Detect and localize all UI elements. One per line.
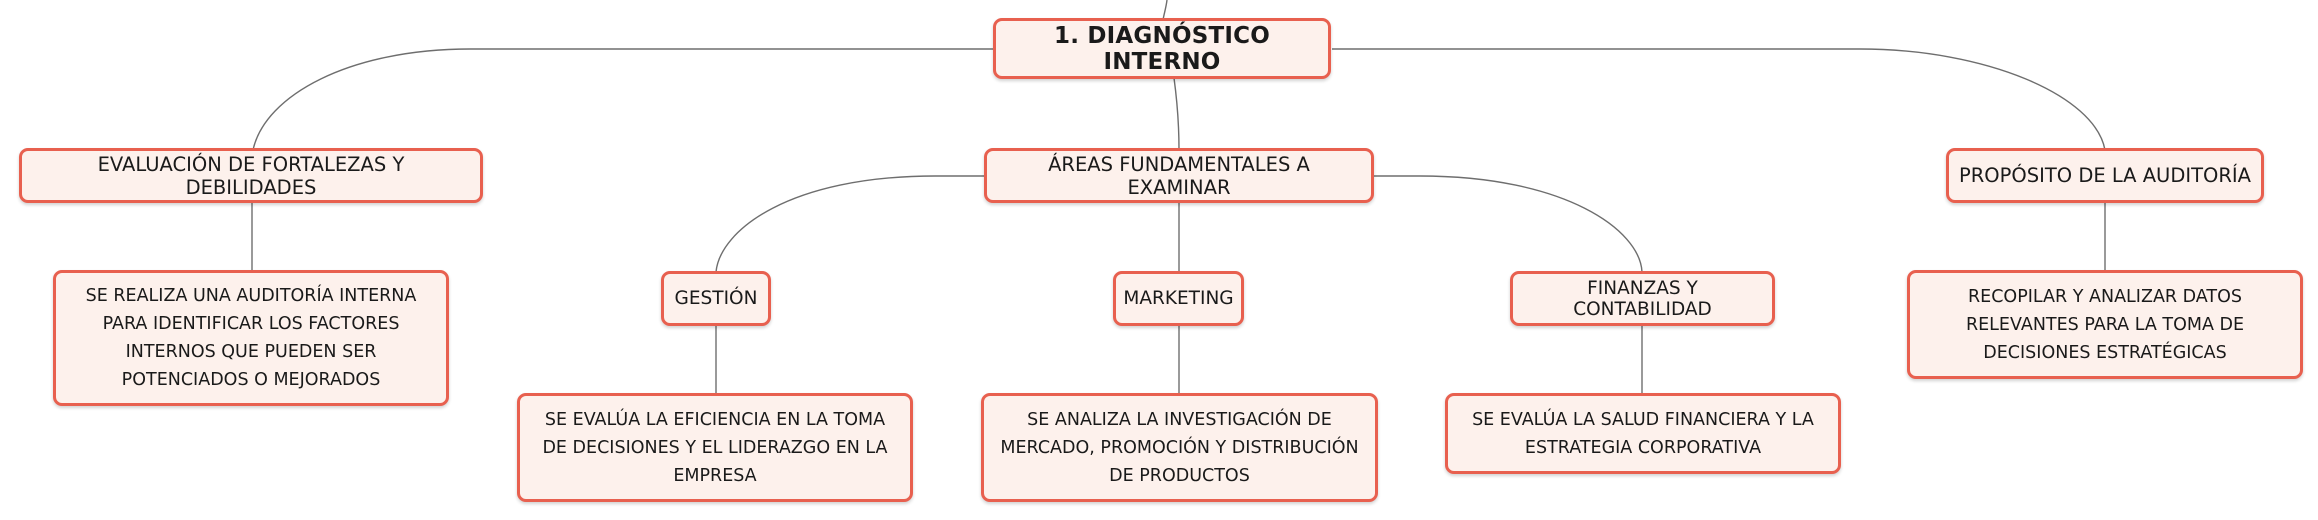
connector-root-to-areas (1173, 77, 1180, 151)
detail-finanzas-contabilidad[interactable]: SE EVALÚA LA SALUD FINANCIERA Y LA ESTRA… (1445, 393, 1841, 474)
branch-areas-fundamentales[interactable]: ÁREAS FUNDAMENTALES A EXAMINAR (984, 148, 1374, 203)
subtopic-finanzas-contabilidad[interactable]: FINANZAS Y CONTABILIDAD (1510, 271, 1775, 326)
detail-text: SE ANALIZA LA INVESTIGACIÓN DE MERCADO, … (1000, 409, 1359, 486)
detail-text: SE EVALÚA LA EFICIENCIA EN LA TOMA DE DE… (542, 409, 888, 486)
branch-label: EVALUACIÓN DE FORTALEZAS Y DEBILIDADES (97, 152, 405, 199)
detail-text: SE EVALÚA LA SALUD FINANCIERA Y LA ESTRA… (1472, 409, 1814, 458)
root-topic[interactable]: 1. DIAGNÓSTICO INTERNO (993, 18, 1331, 79)
detail-text: RECOPILAR Y ANALIZAR DATOS RELEVANTES PA… (1965, 286, 2245, 363)
subtopic-label: FINANZAS Y CONTABILIDAD (1573, 277, 1712, 320)
subtopic-label: MARKETING (1123, 288, 1234, 309)
branch-label: ÁREAS FUNDAMENTALES A EXAMINAR (1048, 152, 1310, 199)
branch-evaluacion-fortalezas-debilidades[interactable]: EVALUACIÓN DE FORTALEZAS Y DEBILIDADES (19, 148, 483, 203)
root-topic-label: 1. DIAGNÓSTICO INTERNO (1054, 22, 1270, 75)
subtopic-label: GESTIÓN (674, 288, 758, 309)
connector-root-to-evaluacion (252, 48, 1000, 151)
branch-proposito-auditoria[interactable]: PROPÓSITO DE LA AUDITORÍA (1946, 148, 2264, 203)
connector-root-incoming (1162, 0, 1168, 21)
subtopic-marketing[interactable]: MARKETING (1113, 271, 1244, 326)
detail-gestion[interactable]: SE EVALÚA LA EFICIENCIA EN LA TOMA DE DE… (517, 393, 913, 502)
detail-text: SE REALIZA UNA AUDITORÍA INTERNA PARA ID… (85, 286, 417, 390)
connector-areas-to-finanzas (1373, 175, 1643, 273)
detail-evaluacion-fortalezas-debilidades[interactable]: SE REALIZA UNA AUDITORÍA INTERNA PARA ID… (53, 270, 449, 406)
detail-marketing[interactable]: SE ANALIZA LA INVESTIGACIÓN DE MERCADO, … (981, 393, 1378, 502)
connector-root-to-proposito (1332, 48, 2106, 151)
branch-label: PROPÓSITO DE LA AUDITORÍA (1958, 164, 2251, 187)
detail-proposito-auditoria[interactable]: RECOPILAR Y ANALIZAR DATOS RELEVANTES PA… (1907, 270, 2303, 379)
subtopic-gestion[interactable]: GESTIÓN (661, 271, 771, 326)
connector-areas-to-gestion (715, 175, 985, 273)
